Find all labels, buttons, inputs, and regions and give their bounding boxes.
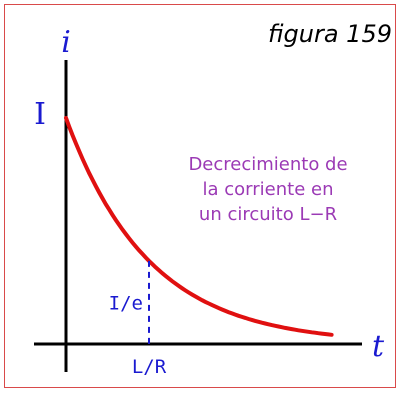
marker-x-label: L/R — [132, 356, 167, 378]
y-axis-label: i — [61, 25, 71, 60]
x-axis-label: t — [372, 329, 385, 364]
y-tick-label-I: I — [34, 97, 46, 132]
series-line-current — [64, 116, 334, 337]
annotation-line-1: Decrecimiento de — [188, 154, 347, 175]
figure-title: figura 159 — [268, 20, 392, 48]
marker-y-label: I/e — [109, 292, 143, 314]
figure-frame — [4, 4, 396, 388]
annotation-line-3: un circuito L−R — [199, 204, 337, 225]
annotation-line-2: la corriente en — [203, 179, 334, 200]
